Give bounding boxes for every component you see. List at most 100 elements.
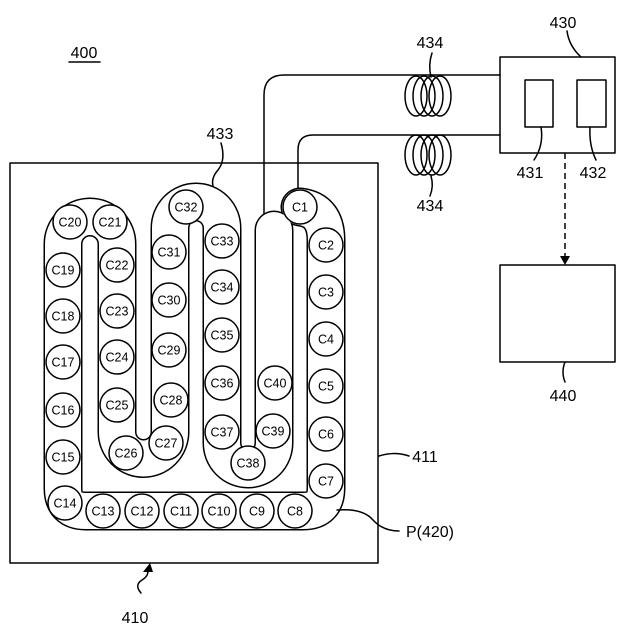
plate-label-arrow-shaft: [138, 569, 148, 593]
unit-box: [500, 57, 615, 153]
cell-label: C29: [158, 344, 181, 358]
cell-c34: C34: [205, 270, 239, 304]
cell-c40: C40: [258, 366, 292, 400]
cell-label: C21: [99, 216, 122, 230]
cell-label: C34: [211, 281, 234, 295]
cell-label: C27: [155, 437, 178, 451]
signal-arrow-head: [560, 256, 570, 265]
cell-label: C7: [318, 475, 334, 489]
cell-label: C9: [249, 505, 265, 519]
upper-coil-label: 434: [417, 35, 444, 52]
cell-label: C33: [211, 235, 234, 249]
plate-label-arrow-head: [143, 563, 153, 572]
cell-label: C26: [115, 447, 138, 461]
cell-c21: C21: [93, 205, 127, 239]
cell-c7: C7: [309, 464, 343, 498]
tube-label: 433: [207, 126, 234, 143]
cell-label: C13: [92, 505, 115, 519]
cell-c37: C37: [205, 415, 239, 449]
cell-label: C14: [54, 497, 77, 511]
box-label: 440: [550, 388, 577, 405]
cell-label: C31: [158, 246, 181, 260]
plate-edge-leader: [379, 454, 409, 457]
cell-label: C32: [175, 201, 198, 215]
unit-right-element-leader: [590, 127, 596, 160]
unit-left-element-leader: [534, 127, 542, 160]
unit-label: 430: [550, 15, 577, 32]
cell-c15: C15: [46, 440, 80, 474]
cell-c29: C29: [152, 333, 186, 367]
path-label-leader: [337, 510, 399, 531]
cell-c12: C12: [125, 494, 159, 528]
unit-right-element: [577, 80, 606, 127]
cell-c33: C33: [205, 224, 239, 258]
cell-c9: C9: [240, 494, 274, 528]
cell-label: C40: [264, 377, 287, 391]
cell-label: C6: [318, 428, 334, 442]
cell-c27: C27: [149, 426, 183, 460]
unit-left-element-label: 431: [517, 165, 544, 182]
cell-label: C15: [52, 451, 75, 465]
cell-c20: C20: [53, 205, 87, 239]
cell-c30: C30: [152, 283, 186, 317]
cell-label: C1: [292, 201, 308, 215]
cell-c38: C38: [231, 446, 265, 480]
cell-c1: C1: [283, 190, 317, 224]
cell-c28: C28: [154, 383, 188, 417]
cell-label: C24: [106, 351, 129, 365]
cell-c19: C19: [46, 253, 80, 287]
cell-label: C38: [237, 457, 260, 471]
cell-c5: C5: [309, 369, 343, 403]
cell-c11: C11: [164, 494, 198, 528]
cell-c26: C26: [109, 436, 143, 470]
cell-label: C4: [318, 333, 334, 347]
cell-label: C5: [318, 380, 334, 394]
plate-label: 410: [122, 610, 149, 627]
cell-c16: C16: [46, 393, 80, 427]
cell-c8: C8: [278, 494, 312, 528]
cell-label: C8: [287, 505, 303, 519]
cell-label: C17: [52, 356, 75, 370]
unit-label-leader: [567, 31, 581, 57]
cell-label: C36: [211, 377, 234, 391]
cell-label: C28: [160, 394, 183, 408]
unit-right-element-label: 432: [580, 165, 607, 182]
cell-label: C11: [170, 505, 192, 519]
cell-label: C3: [318, 286, 334, 300]
cell-label: C35: [211, 329, 234, 343]
cell-label: C12: [131, 505, 154, 519]
upper-coil-leader: [430, 53, 432, 77]
cell-c14: C14: [48, 486, 82, 520]
unit-left-element: [525, 80, 553, 127]
cell-c31: C31: [152, 235, 186, 269]
cell-label: C22: [106, 259, 129, 273]
cell-label: C20: [59, 216, 82, 230]
lower-coil: [405, 135, 451, 175]
cell-label: C2: [318, 239, 334, 253]
cell-c17: C17: [46, 345, 80, 379]
cell-label: C30: [158, 294, 181, 308]
cell-label: C10: [208, 505, 231, 519]
cell-c32: C32: [169, 190, 203, 224]
cell-c13: C13: [86, 494, 120, 528]
cell-c22: C22: [100, 248, 134, 282]
cell-c3: C3: [309, 275, 343, 309]
cell-group: C1C2C3C4C5C6C7C8C9C10C11C12C13C14C15C16C…: [46, 190, 343, 528]
cell-label: C18: [52, 310, 75, 324]
cell-label: C25: [106, 399, 129, 413]
cell-c24: C24: [100, 340, 134, 374]
cell-c4: C4: [309, 322, 343, 356]
cell-c35: C35: [205, 318, 239, 352]
cell-label: C37: [211, 426, 234, 440]
cell-c23: C23: [100, 294, 134, 328]
lower-coil-leader: [430, 176, 432, 196]
path-label: P(420): [406, 524, 454, 541]
cell-label: C23: [106, 305, 129, 319]
cell-c6: C6: [309, 417, 343, 451]
plate-edge-label: 411: [412, 449, 438, 466]
cell-c36: C36: [205, 366, 239, 400]
cell-c39: C39: [256, 414, 290, 448]
box-label-leader: [563, 362, 565, 382]
cell-c2: C2: [309, 228, 343, 262]
